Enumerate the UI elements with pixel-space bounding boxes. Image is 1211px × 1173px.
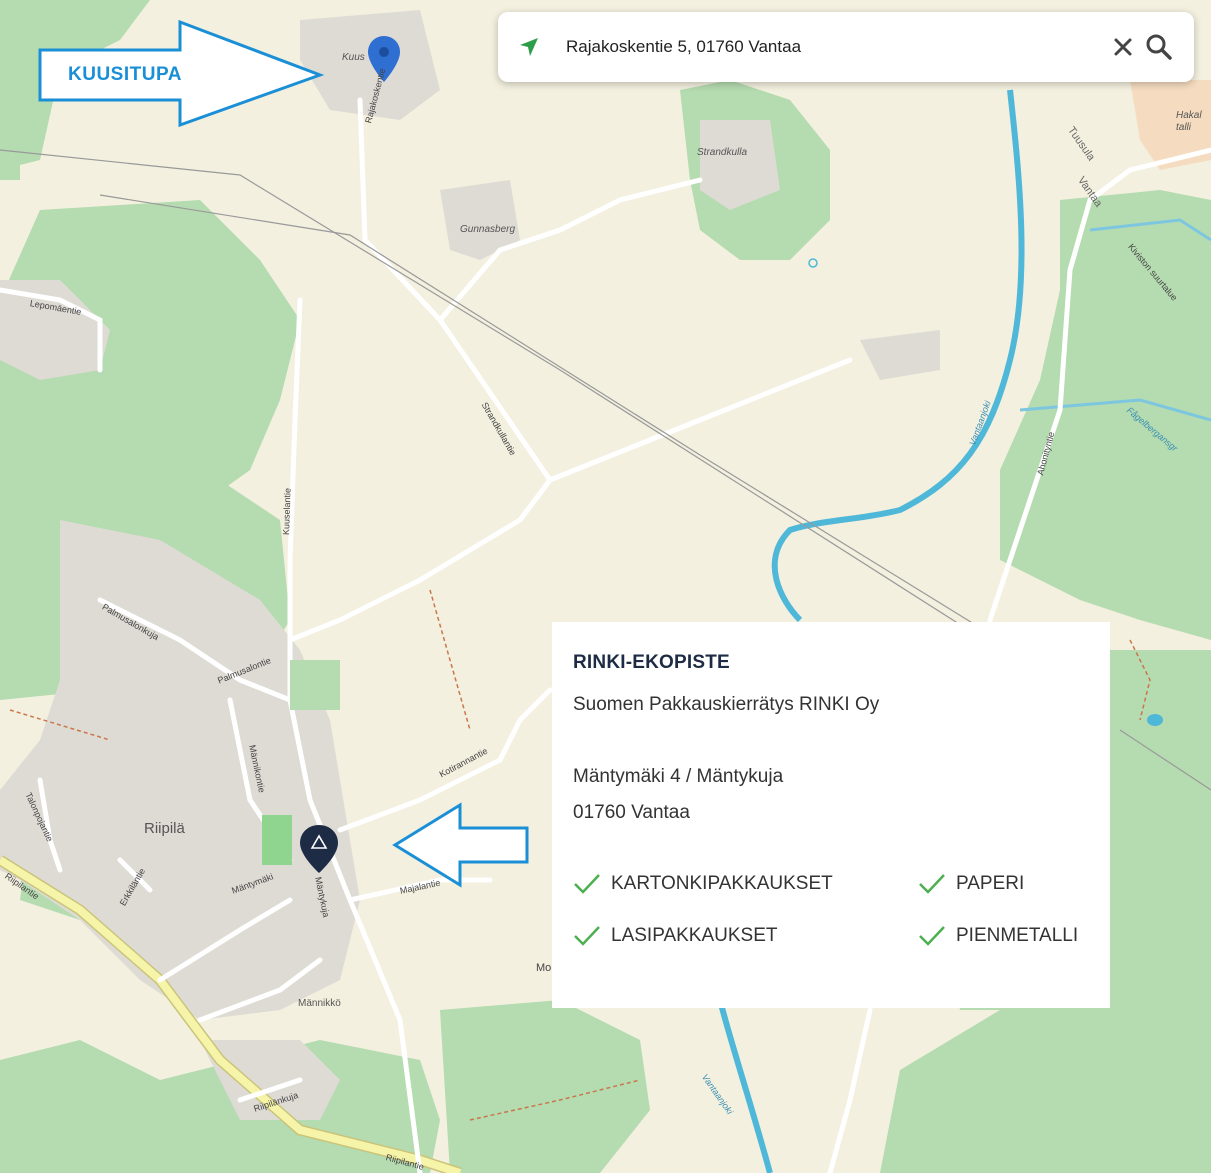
pond-marker: [808, 258, 818, 268]
material-item-paperi: PAPERI: [918, 872, 1024, 896]
river-vantaanjoki: [771, 89, 1025, 623]
power-lines: [0, 149, 1211, 791]
sports-field: [262, 815, 292, 865]
check-icon: [574, 874, 600, 894]
kuusitupa-label: KUUSITUPA: [68, 64, 182, 85]
company-name: Suomen Pakkauskierrätys RINKI Oy: [573, 694, 880, 715]
trail-west: [9, 709, 111, 741]
location-title: RINKI-EKOPISTE: [573, 652, 730, 673]
close-icon[interactable]: [1110, 34, 1136, 60]
street-address: Mäntymäki 4 / Mäntykuja: [573, 766, 784, 787]
road-label-mo: Mo: [536, 962, 552, 974]
material-item-lasi: LASIPAKKAUKSET: [573, 924, 778, 948]
city-address: 01760 Vantaa: [573, 802, 690, 823]
place-label-hakala: Hakal talli: [1176, 110, 1202, 133]
trail: [429, 589, 471, 731]
residential-areas: [0, 10, 940, 1120]
location-pin-icon: [368, 36, 400, 82]
check-icon: [919, 874, 945, 894]
place-label-mannikko: Männikkö: [298, 998, 341, 1009]
creek-north: [1089, 218, 1211, 242]
trail-south: [469, 1079, 641, 1121]
kuusitupa-arrow: [38, 19, 325, 128]
farm-parcel: [1130, 80, 1211, 170]
material-label: PIENMETALLI: [956, 925, 1079, 946]
check-icon: [574, 926, 600, 946]
place-label-strandkulla: Strandkulla: [697, 147, 748, 158]
search-input[interactable]: [566, 32, 1086, 62]
material-label: PAPERI: [956, 873, 1025, 894]
location-info-card: RINKI-EKOPISTE Suomen Pakkauskierrätys R…: [552, 622, 1110, 1008]
place-label-riipila: Riipilä: [144, 820, 185, 837]
search-bar: [498, 12, 1194, 82]
place-label-kuus: Kuus: [342, 52, 365, 63]
small-lake: [1147, 714, 1163, 726]
material-label: LASIPAKKAUKSET: [611, 925, 778, 946]
recycling-marker-icon: [300, 825, 338, 873]
minor-roads: [0, 97, 1211, 1173]
place-label-gunnasberg: Gunnasberg: [460, 224, 516, 235]
search-icon[interactable]: [1144, 32, 1174, 62]
ekopiste-arrow: [392, 802, 529, 888]
park-area: [290, 660, 340, 710]
material-label: KARTONKIPAKKAUKSET: [611, 873, 833, 894]
material-item-pienmetalli: PIENMETALLI: [918, 924, 1078, 948]
location-arrow-icon[interactable]: [518, 36, 540, 58]
river-lower: [717, 999, 773, 1173]
road-label-kuuselantie: Kuuselantie: [281, 487, 293, 536]
check-icon: [919, 926, 945, 946]
trail-east: [1129, 639, 1151, 721]
material-item-kartonki: KARTONKIPAKKAUKSET: [573, 872, 833, 896]
